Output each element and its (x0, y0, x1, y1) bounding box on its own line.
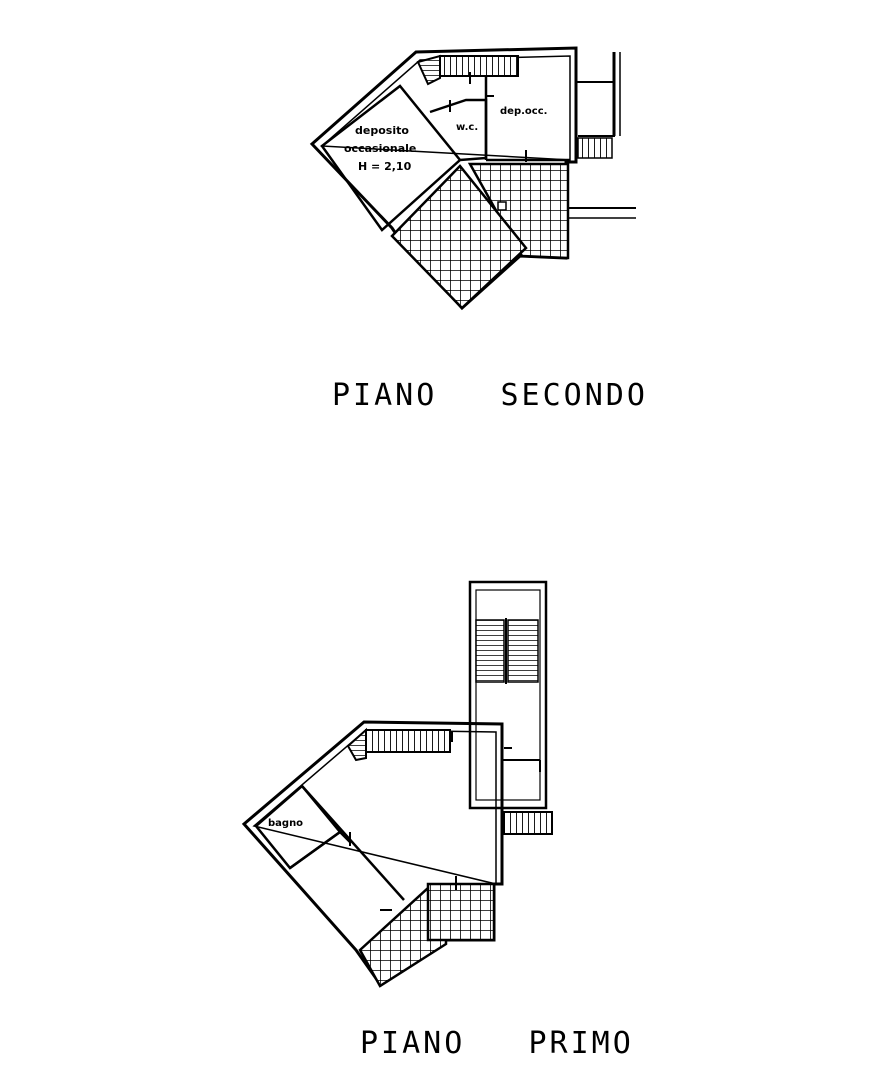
stair-flight-right (507, 619, 539, 683)
deposit-height-label: H = 2,10 (358, 160, 412, 173)
second-floor-stair-landing (416, 54, 441, 86)
first-floor-stair-corner (346, 727, 367, 762)
wc-label: w.c. (456, 122, 478, 133)
second-floor-plan (309, 46, 636, 311)
second-floor-title: PIANO SECONDO (332, 378, 648, 413)
first-floor-door-ticks (349, 732, 457, 911)
second-floor-balcony (576, 81, 615, 137)
stair-tower (468, 580, 548, 810)
first-floor-side-stair (503, 811, 553, 835)
corridor-door-ticks (501, 747, 541, 772)
chimney-marker (497, 201, 507, 211)
deposit-label-2: occasionale (344, 142, 416, 155)
first-floor-plan (241, 580, 553, 988)
first-floor-inner-wall (252, 729, 497, 885)
stair-tower-inner (475, 589, 541, 801)
dep-occ-label: dep.occ. (500, 106, 547, 117)
first-floor-top-stair (365, 729, 451, 753)
second-floor-labels: deposito occasionale H = 2,10 w.c. dep.o… (344, 106, 547, 173)
first-floor-terrace-right (426, 882, 496, 942)
second-floor-inner-wall (320, 55, 571, 161)
deposit-label-1: deposito (355, 124, 409, 137)
balcony-stair (577, 137, 613, 159)
second-floor-terrace-rotated (390, 164, 528, 310)
stair-flight-left (475, 619, 505, 683)
bedroom-wall (301, 785, 405, 901)
second-floor-top-stair (439, 55, 519, 77)
first-floor-title: PIANO PRIMO (360, 1026, 634, 1061)
bedroom-divider (289, 830, 351, 870)
door-ticks (449, 72, 527, 162)
bathroom-label: bagno (268, 818, 303, 829)
first-floor-labels: bagno (268, 818, 303, 829)
